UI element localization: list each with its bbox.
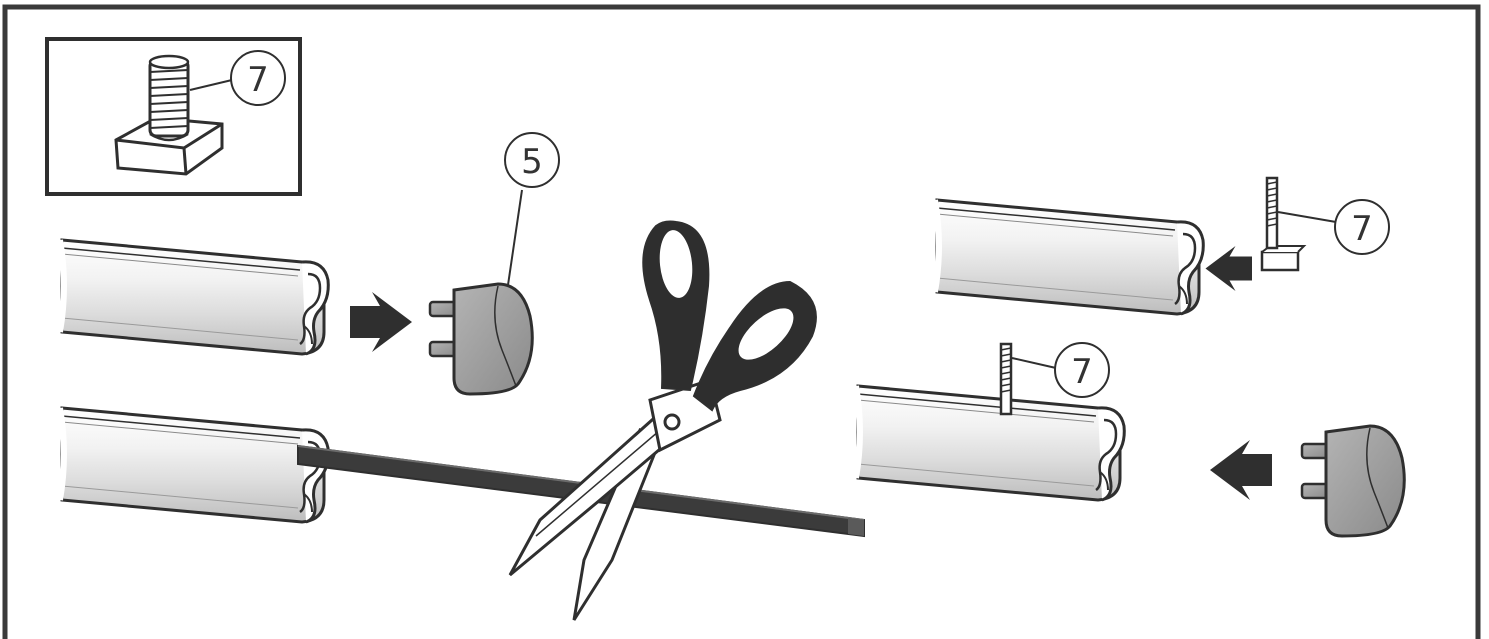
t-bolt-top xyxy=(999,342,1013,416)
end-cap xyxy=(428,282,534,396)
svg-text:7: 7 xyxy=(247,60,269,100)
callout-bolt-top: 7 xyxy=(1054,342,1110,398)
svg-text:7: 7 xyxy=(1071,352,1093,392)
rail-left-upper xyxy=(60,240,328,354)
callout-inset-bolt: 7 xyxy=(230,50,286,106)
arrow-left-icon xyxy=(1210,440,1272,500)
rail-left-lower xyxy=(60,408,328,522)
t-bolt-side xyxy=(1260,176,1307,272)
callout-bolt-side: 7 xyxy=(1334,199,1390,255)
end-cap xyxy=(1300,424,1406,538)
svg-text:5: 5 xyxy=(521,142,543,182)
callout-end-cap: 5 xyxy=(504,132,560,188)
inset-detail-box: 7 xyxy=(45,37,302,196)
rail-right-upper xyxy=(935,200,1203,314)
svg-text:7: 7 xyxy=(1351,209,1373,249)
t-bolt-icon xyxy=(114,54,224,176)
arrow-right-icon xyxy=(350,292,412,352)
arrow-left-icon xyxy=(1205,246,1252,291)
rail-right-lower xyxy=(856,386,1124,500)
diagram-frame xyxy=(2,4,1481,639)
scissors-icon xyxy=(508,220,817,621)
